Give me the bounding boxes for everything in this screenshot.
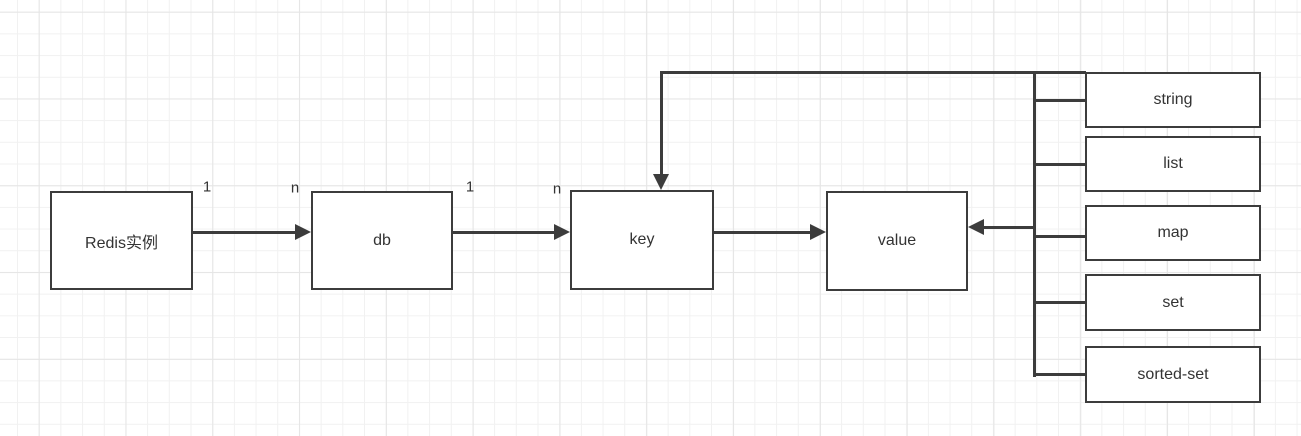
branch-to-string (1032, 99, 1086, 102)
node-type-sorted-set: sorted-set (1085, 346, 1261, 403)
branch-to-map (1032, 235, 1086, 238)
connector-top-vertical-to-key (659, 70, 663, 175)
node-value-label: value (877, 232, 917, 249)
connector-types-trunk (1032, 70, 1036, 377)
node-type-set: set (1085, 274, 1261, 331)
node-key-label: key (629, 231, 655, 248)
multiplicity-label-nb: n (552, 180, 562, 198)
arrowhead-key-to-value (810, 224, 826, 240)
multiplicity-label-1: 1 (202, 178, 212, 196)
node-type-list-label: list (1163, 155, 1183, 172)
connector-redis-to-db (193, 230, 297, 234)
node-type-string: string (1085, 72, 1261, 128)
connector-key-to-value (714, 230, 812, 234)
arrowhead-db-to-key (554, 224, 570, 240)
node-redis-instance-label: Redis实例 (85, 234, 158, 252)
node-db: db (311, 191, 453, 290)
connector-trunk-to-value (983, 225, 1035, 229)
branch-to-sorted-set (1032, 373, 1086, 376)
connector-top-horizontal (659, 70, 1086, 74)
node-type-list: list (1085, 136, 1261, 192)
node-db-label: db (373, 231, 391, 249)
multiplicity-label-1b: 1 (465, 178, 475, 196)
arrowhead-redis-to-db (295, 224, 311, 240)
arrowhead-into-value (968, 219, 984, 235)
multiplicity-label-n: n (290, 179, 300, 197)
node-type-map-label: map (1157, 224, 1189, 241)
branch-to-list (1032, 163, 1086, 166)
node-type-set-label: set (1162, 293, 1184, 311)
branch-to-set (1032, 301, 1086, 304)
node-type-map: map (1085, 205, 1261, 261)
node-type-sorted-set-label: sorted-set (1137, 365, 1209, 383)
arrowhead-into-key-top (653, 174, 669, 190)
node-value: value (826, 191, 968, 291)
node-redis-instance: Redis实例 (50, 191, 193, 290)
node-key: key (570, 190, 714, 290)
node-type-string-label: string (1153, 91, 1193, 108)
connector-db-to-key (453, 230, 556, 234)
